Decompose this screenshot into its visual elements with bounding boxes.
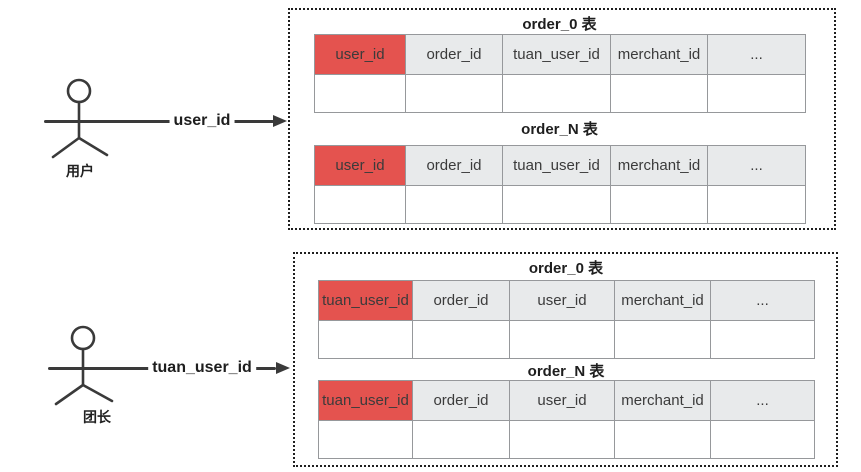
order-0-table-tuan: tuan_user_id order_id user_id merchant_i… <box>318 280 815 359</box>
empty-data-row <box>314 185 806 224</box>
column-header-cell: merchant_id <box>614 280 711 321</box>
empty-data-row <box>318 320 815 359</box>
empty-cell <box>314 185 406 224</box>
empty-cell <box>707 185 806 224</box>
column-header-cell: tuan_user_id <box>502 145 611 186</box>
column-header-cell: ... <box>707 34 806 75</box>
empty-cell <box>610 185 708 224</box>
empty-cell <box>412 420 510 459</box>
column-header-cell: merchant_id <box>614 380 711 421</box>
tuan-order-tables-box: order_0 表 tuan_user_id order_id user_id … <box>293 252 838 467</box>
actor-label-tuan-leader: 团长 <box>83 409 111 425</box>
empty-cell <box>509 420 615 459</box>
actor-label-user: 用户 <box>66 163 94 179</box>
stick-figure-head <box>70 325 96 351</box>
stick-figure-right-leg <box>77 136 109 157</box>
table-title: order_0 表 <box>522 16 597 33</box>
column-header-cell: merchant_id <box>610 34 708 75</box>
column-header-cell: order_id <box>412 280 510 321</box>
stick-figure-left-leg <box>51 136 81 159</box>
shard-key-column-header: tuan_user_id <box>318 280 413 321</box>
column-header-cell: ... <box>710 380 815 421</box>
tuan-user-id-arrow-label: tuan_user_id <box>148 359 256 377</box>
order-n-table-user: user_id order_id tuan_user_id merchant_i… <box>314 145 806 224</box>
empty-cell <box>707 74 806 113</box>
empty-data-row <box>318 420 815 459</box>
empty-cell <box>405 74 503 113</box>
empty-cell <box>314 74 406 113</box>
empty-cell <box>502 74 611 113</box>
shard-key-column-header: tuan_user_id <box>318 380 413 421</box>
table-header-row: user_id order_id tuan_user_id merchant_i… <box>314 34 806 75</box>
order-0-table-user: user_id order_id tuan_user_id merchant_i… <box>314 34 806 113</box>
column-header-cell: merchant_id <box>610 145 708 186</box>
user-id-arrow-line <box>44 119 274 123</box>
column-header-cell: ... <box>707 145 806 186</box>
stick-figure-head <box>66 78 92 104</box>
shard-key-column-header: user_id <box>314 145 406 186</box>
empty-cell <box>405 185 503 224</box>
column-header-cell: order_id <box>405 34 503 75</box>
column-header-cell: user_id <box>509 380 615 421</box>
empty-cell <box>318 320 413 359</box>
tuan-user-id-arrowhead <box>276 362 290 374</box>
user-id-arrowhead <box>273 115 287 127</box>
table-header-row: tuan_user_id order_id user_id merchant_i… <box>318 380 815 421</box>
user-id-arrow-label: user_id <box>169 112 235 130</box>
empty-cell <box>710 420 815 459</box>
empty-cell <box>502 185 611 224</box>
table-header-row: user_id order_id tuan_user_id merchant_i… <box>314 145 806 186</box>
empty-cell <box>710 320 815 359</box>
table-title: order_N 表 <box>527 363 605 380</box>
column-header-cell: order_id <box>405 145 503 186</box>
table-header-row: tuan_user_id order_id user_id merchant_i… <box>318 280 815 321</box>
table-title: order_0 表 <box>528 260 604 277</box>
shard-key-column-header: user_id <box>314 34 406 75</box>
column-header-cell: order_id <box>412 380 510 421</box>
empty-cell <box>614 320 711 359</box>
order-n-table-tuan: tuan_user_id order_id user_id merchant_i… <box>318 380 815 459</box>
stick-figure-right-leg <box>81 383 114 403</box>
empty-cell <box>610 74 708 113</box>
empty-cell <box>509 320 615 359</box>
table-title: order_N 表 <box>521 121 598 138</box>
stick-figure-left-leg <box>54 383 85 406</box>
column-header-cell: tuan_user_id <box>502 34 611 75</box>
user-order-tables-box: order_0 表 user_id order_id tuan_user_id … <box>288 8 836 230</box>
empty-cell <box>318 420 413 459</box>
column-header-cell: user_id <box>509 280 615 321</box>
column-header-cell: ... <box>710 280 815 321</box>
empty-cell <box>412 320 510 359</box>
empty-data-row <box>314 74 806 113</box>
empty-cell <box>614 420 711 459</box>
